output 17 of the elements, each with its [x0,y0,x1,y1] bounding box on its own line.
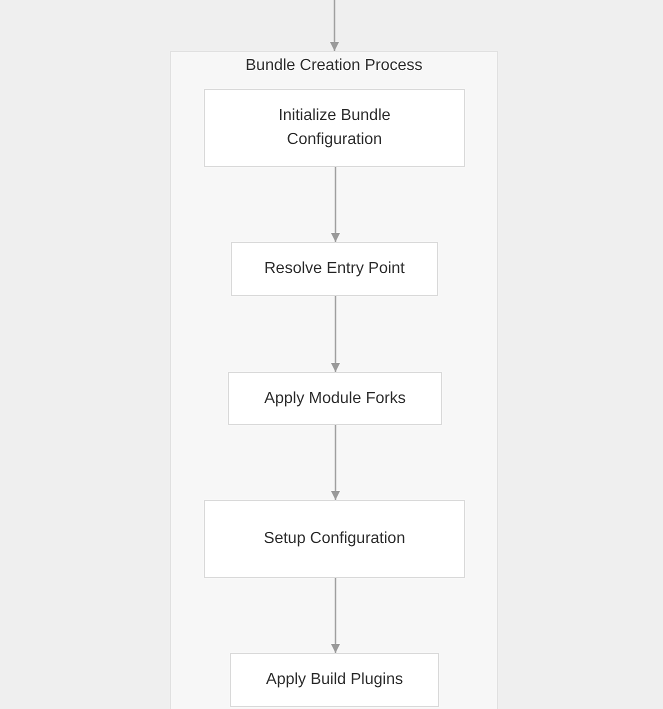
step-label: Resolve Entry Point [264,259,405,279]
arrow [331,578,340,653]
arrow [331,296,340,372]
arrow [330,0,339,51]
step-label: Setup Configuration [264,529,406,549]
group-title: Bundle Creation Process [246,57,422,74]
process-box [231,242,438,296]
process-box [204,500,465,578]
group-panel [170,51,498,709]
process-box [228,372,442,425]
step-label: Initialize Bundle Configuration [277,106,392,150]
process-box [230,653,439,707]
arrow [331,425,340,500]
process-box [204,89,465,167]
step-label: Apply Build Plugins [266,670,403,690]
step-label: Apply Module Forks [264,388,406,408]
arrow [331,167,340,242]
